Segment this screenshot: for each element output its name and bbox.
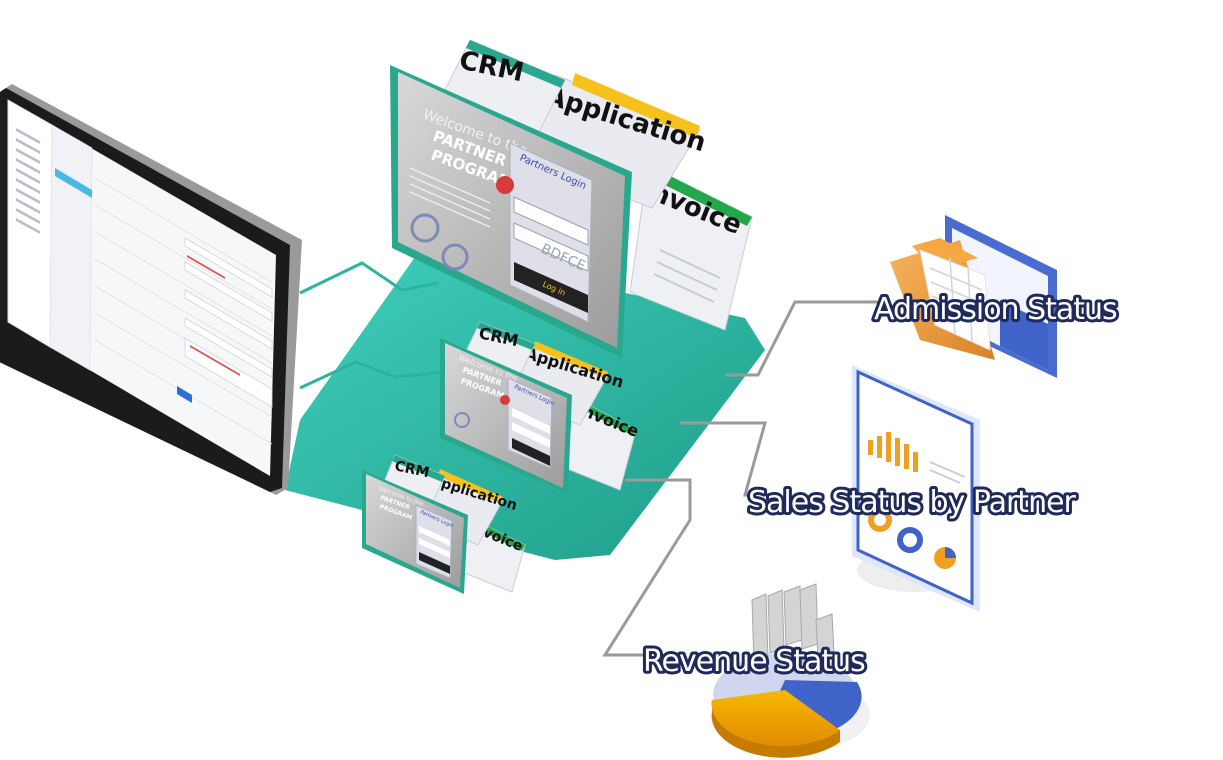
admission-status-label: Admission Status	[874, 292, 1117, 327]
admission-status-icon	[890, 215, 1057, 378]
revenue-status-label: Revenue Status	[643, 644, 865, 679]
card-small-crm-tab: CRM	[393, 458, 431, 481]
sales-status-icon	[852, 365, 980, 612]
tablet-connectors	[299, 261, 446, 390]
card-group-medium: Invoice Application CRM Welcome to the P…	[440, 321, 642, 494]
revenue-status-icon	[710, 583, 870, 758]
card-group-small: Invoice Application CRM Welcome to the P…	[362, 454, 526, 594]
status-connectors	[602, 300, 880, 657]
tablet-device	[0, 84, 302, 495]
tablet-submit-button	[177, 386, 192, 403]
sales-status-label: Sales Status by Partner	[748, 485, 1077, 520]
card-group-large: Invoice Application CRM Welcome to the P…	[390, 39, 753, 358]
